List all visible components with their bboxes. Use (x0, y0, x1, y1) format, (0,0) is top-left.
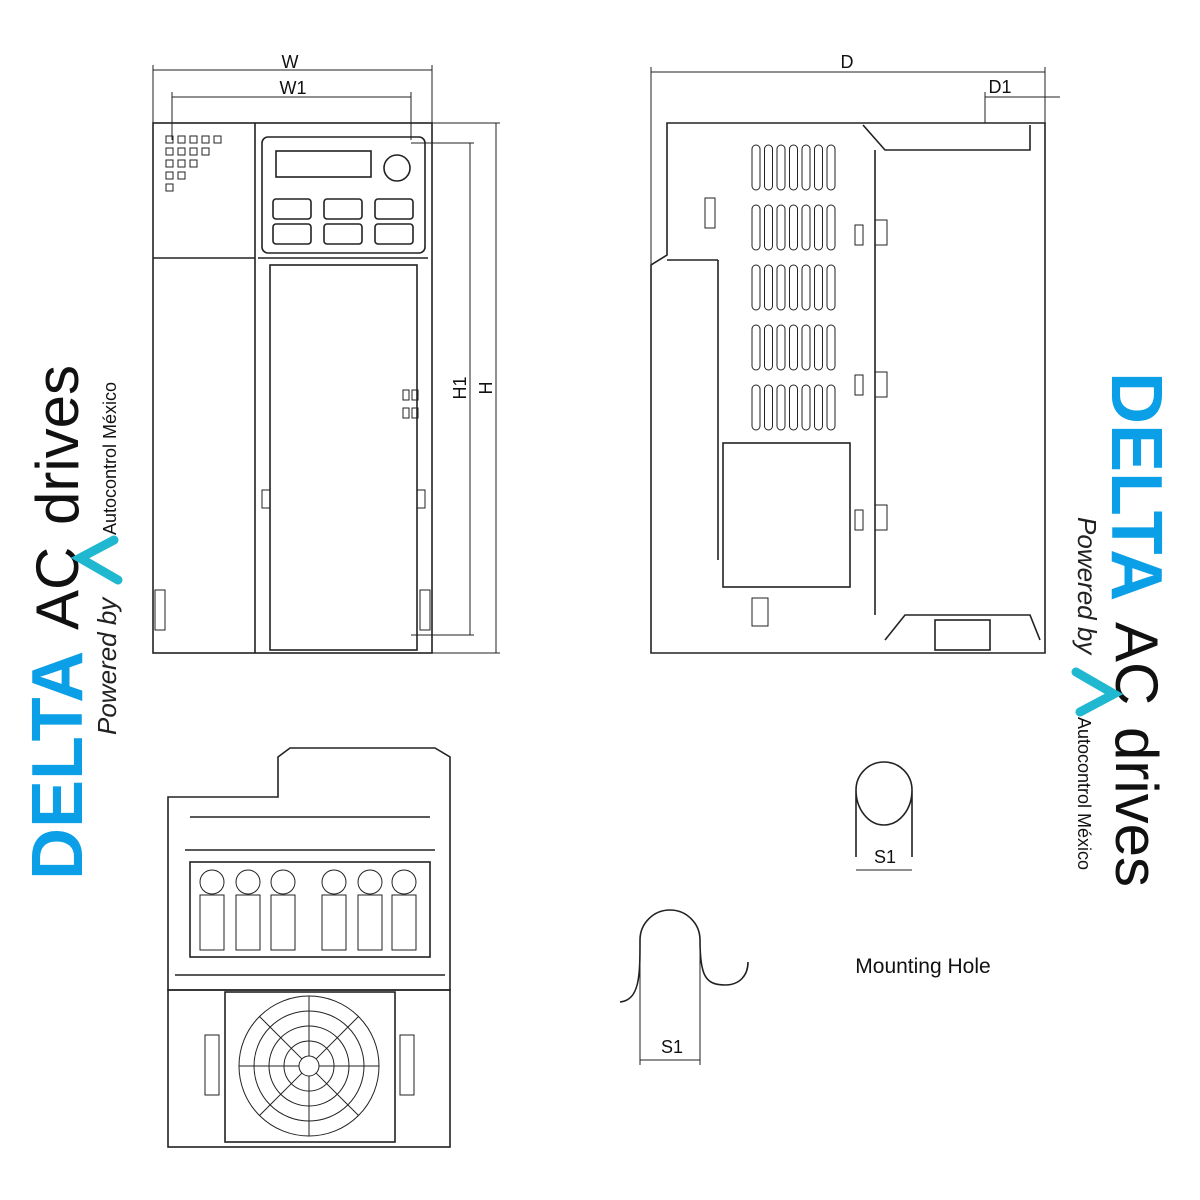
dim-s1-top-label: S1 (874, 847, 896, 867)
vent-slot (776, 384, 786, 431)
logo-drives: drives (1103, 727, 1170, 887)
logo-drives: drives (24, 365, 91, 525)
fan-grille (238, 995, 380, 1137)
logo-delta: DELTA (18, 651, 98, 880)
logo-company: Autocontrol México (1074, 717, 1094, 870)
terminal-block (199, 894, 225, 951)
vent-slot (789, 264, 798, 311)
dim-h-label: H (476, 382, 496, 395)
mounting-hole-detail: S1 S1 Mounting Hole (619, 761, 991, 1065)
vent-slot (776, 144, 786, 191)
terminal-screw-icon (321, 869, 347, 895)
terminal-screw-icon (391, 869, 417, 895)
autocontrol-logo-icon (70, 535, 123, 585)
vent-slot (801, 264, 811, 311)
vent-slot (776, 204, 786, 251)
vent-slot (789, 144, 798, 191)
logo-delta: DELTA (1096, 372, 1176, 601)
terminal-screw-icon (199, 869, 225, 895)
vent-slot (826, 204, 836, 251)
vent-slot (814, 204, 823, 251)
logo-powered-by: Powered by (92, 596, 122, 735)
terminal-screw-icon (357, 869, 383, 895)
vent-slot (826, 144, 836, 191)
dim-d-label: D (841, 52, 854, 72)
autocontrol-logo-icon (1071, 667, 1124, 717)
mounting-hole-label: Mounting Hole (855, 955, 990, 978)
vent-slot (776, 264, 786, 311)
dim-d1-label: D1 (988, 77, 1011, 97)
bottom-view (167, 747, 451, 1148)
vent-slot (826, 324, 836, 371)
dim-h1-label: H1 (450, 376, 470, 399)
dim-s1-bottom-label: S1 (661, 1037, 683, 1057)
terminal-screw-icon (270, 869, 296, 895)
dim-w-label: W (282, 52, 299, 72)
vent-slot (826, 264, 836, 311)
vent-slot (764, 324, 773, 371)
terminal-block (235, 894, 261, 951)
dim-w1-label: W1 (280, 78, 307, 98)
vent-slot (751, 204, 761, 251)
vent-slot (814, 324, 823, 371)
logo-company: Autocontrol México (100, 382, 120, 535)
vent-slot (826, 384, 836, 431)
vent-slot (814, 144, 823, 191)
vent-slot (801, 384, 811, 431)
vent-slot (789, 204, 798, 251)
vent-slot (789, 324, 798, 371)
vent-slot (764, 264, 773, 311)
terminal-block (321, 894, 347, 951)
knob-icon (383, 154, 411, 182)
vent-slot (751, 384, 761, 431)
vent-slot (764, 144, 773, 191)
terminal-block (391, 894, 417, 951)
vent-slot (789, 384, 798, 431)
logo-powered-by: Powered by (1072, 517, 1102, 656)
logo-left: DELTA AC drives Powered by Autocontrol M… (18, 365, 123, 880)
vent-slot (751, 324, 761, 371)
terminal-block (270, 894, 296, 951)
vent-slot (801, 204, 811, 251)
side-view: D D1 (650, 52, 1060, 654)
vent-slot (764, 384, 773, 431)
logo-right: DELTA AC drives Powered by Autocontrol M… (1071, 372, 1176, 887)
vent-slot (751, 264, 761, 311)
vent-slot (764, 204, 773, 251)
led-grid (165, 135, 222, 192)
front-view: W W1 H H1 (152, 52, 500, 654)
vent-slot (801, 144, 811, 191)
terminal-screw-icon (235, 869, 261, 895)
vent-slot (751, 144, 761, 191)
vent-slot (814, 264, 823, 311)
vent-slot (814, 384, 823, 431)
vent-slot (801, 324, 811, 371)
terminal-block (357, 894, 383, 951)
vent-slot (776, 324, 786, 371)
